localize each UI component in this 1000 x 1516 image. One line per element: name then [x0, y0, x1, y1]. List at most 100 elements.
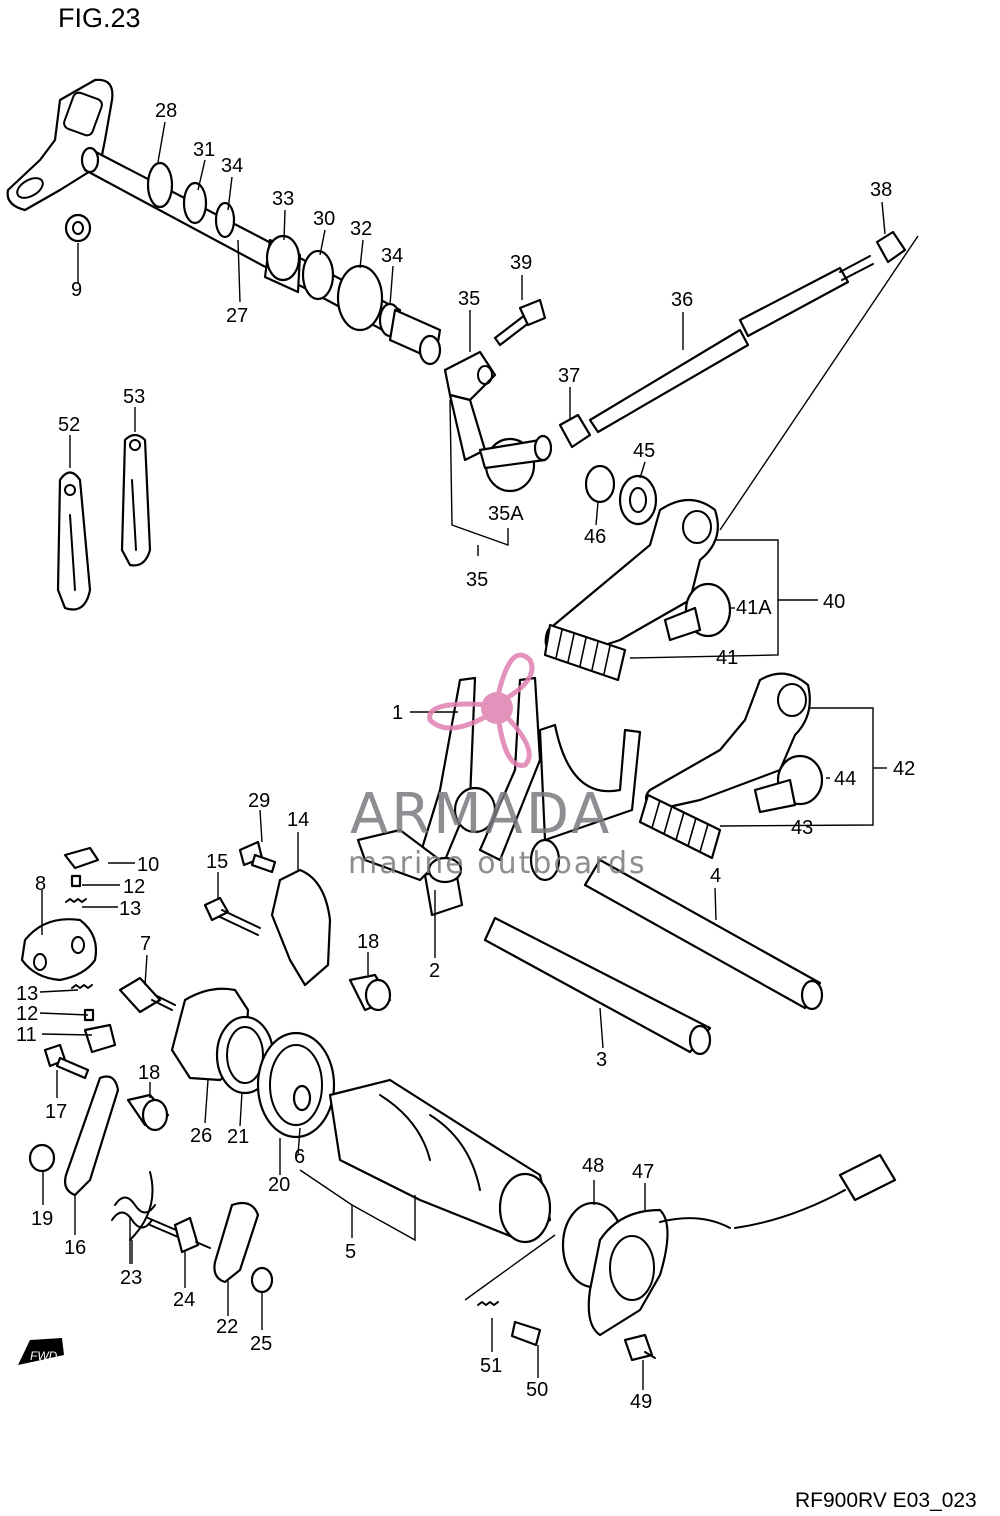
washer-45: [618, 474, 658, 526]
shift-fork-2: [356, 828, 464, 917]
callout-27: 27: [226, 305, 248, 327]
callout-50: 50: [526, 1379, 548, 1401]
callout-39: 39: [510, 252, 532, 274]
callout-33: 33: [272, 188, 294, 210]
propeller-logo-icon: [427, 652, 535, 768]
callout-29: 29: [248, 790, 270, 812]
callout-40: 40: [823, 591, 845, 613]
callout-37: 37: [558, 365, 580, 387]
pin-50: [510, 1320, 542, 1347]
callout-13a: 13: [119, 898, 141, 920]
callout-25: 25: [250, 1333, 272, 1355]
callout-24: 24: [173, 1289, 195, 1311]
callout-48: 48: [582, 1155, 604, 1177]
link-plate-52: [56, 471, 92, 611]
nut-37: [558, 413, 592, 449]
callout-53: 53: [123, 386, 145, 408]
callout-49: 49: [630, 1391, 652, 1413]
washer-32: [336, 264, 384, 332]
callout-35a: 35: [458, 288, 480, 310]
bolt-39: [493, 298, 547, 347]
shift-tie-rod: [558, 230, 907, 449]
callout-4: 4: [710, 865, 721, 887]
shift-fork-1: [418, 676, 542, 862]
spring-13: [65, 898, 87, 903]
callout-12b: 12: [16, 1003, 38, 1025]
callout-19: 19: [31, 1208, 53, 1230]
callout-21: 21: [227, 1126, 249, 1148]
callout-labels: 1 2 3 4 5 6 7 8 9 10 11 12 12 13 13 14 1…: [16, 100, 915, 1413]
shift-fork-3: [529, 723, 642, 882]
washer-25: [250, 1266, 274, 1294]
callout-47: 47: [632, 1161, 654, 1183]
bolt-15: [203, 896, 230, 922]
pin-12: [70, 874, 82, 888]
callout-14: 14: [287, 809, 309, 831]
callout-22: 22: [216, 1316, 238, 1338]
callout-10: 10: [137, 854, 159, 876]
clip-34: [214, 201, 236, 239]
callout-52: 52: [58, 414, 80, 436]
callout-38: 38: [870, 179, 892, 201]
nut-38: [875, 230, 907, 264]
washer-46: [584, 464, 616, 504]
link-plate-53: [120, 433, 152, 567]
pin-6: [292, 1084, 312, 1112]
gearshift-shaft-assembly: [6, 78, 442, 366]
spring-28: [146, 161, 174, 209]
callout-15: 15: [206, 851, 228, 873]
lever-22: [213, 1201, 260, 1284]
gearshift-cam-5: [328, 1078, 552, 1244]
watermark-brand: ARMADA: [350, 782, 612, 847]
switch-lead-wire: [734, 1189, 846, 1229]
callout-6: 6: [294, 1146, 305, 1168]
callout-41: 41: [716, 647, 738, 669]
figure-title: FIG.23: [58, 3, 141, 33]
callout-46: 46: [584, 526, 606, 548]
washer-31: [182, 181, 208, 225]
tie-rod-36: [588, 328, 750, 434]
callout-16: 16: [64, 1237, 86, 1259]
leader-lines: [39, 121, 887, 1390]
callout-36: 36: [671, 289, 693, 311]
callout-35A: 35A: [488, 503, 524, 525]
callout-9: 9: [71, 279, 82, 301]
fwd-arrow-icon: FWD: [18, 1338, 64, 1365]
armada-watermark: ARMADA marine outboards: [348, 652, 647, 881]
callout-2: 2: [429, 960, 440, 982]
callout-18b: 18: [138, 1062, 160, 1084]
callout-3: 3: [596, 1049, 607, 1071]
callout-42: 42: [893, 758, 915, 780]
callout-30: 30: [313, 208, 335, 230]
callout-5: 5: [345, 1241, 356, 1263]
watermark-tagline: marine outboards: [348, 846, 647, 881]
callout-1: 1: [392, 702, 403, 724]
fwd-label: FWD: [30, 1349, 58, 1363]
drawing-code: RF900RV E03_023: [795, 1489, 977, 1512]
callout-43: 43: [791, 817, 813, 839]
callout-41A: 41A: [736, 597, 772, 619]
callout-13b: 13: [16, 983, 38, 1005]
callout-8: 8: [35, 873, 46, 895]
callout-45: 45: [633, 440, 655, 462]
pin-7: [118, 976, 176, 1014]
switch-coupler: [838, 1153, 897, 1202]
callout-31: 31: [193, 139, 215, 161]
gearshift-cam-8: [20, 918, 98, 982]
pawl-11: [83, 1023, 117, 1054]
callout-34b: 34: [381, 245, 403, 267]
stopper-10: [63, 846, 100, 870]
callout-34a: 34: [221, 155, 243, 177]
seal-30: [301, 249, 335, 301]
callout-12a: 12: [123, 876, 145, 898]
stopper-plate-14: [270, 868, 332, 987]
callout-23: 23: [120, 1267, 142, 1289]
callout-44: 44: [834, 768, 856, 790]
bolt-24: [147, 1216, 211, 1254]
callout-18a: 18: [357, 931, 379, 953]
callout-7: 7: [140, 933, 151, 955]
nut-19: [28, 1143, 56, 1173]
callout-28: 28: [155, 100, 177, 122]
fork-shaft-3: [483, 916, 712, 1054]
